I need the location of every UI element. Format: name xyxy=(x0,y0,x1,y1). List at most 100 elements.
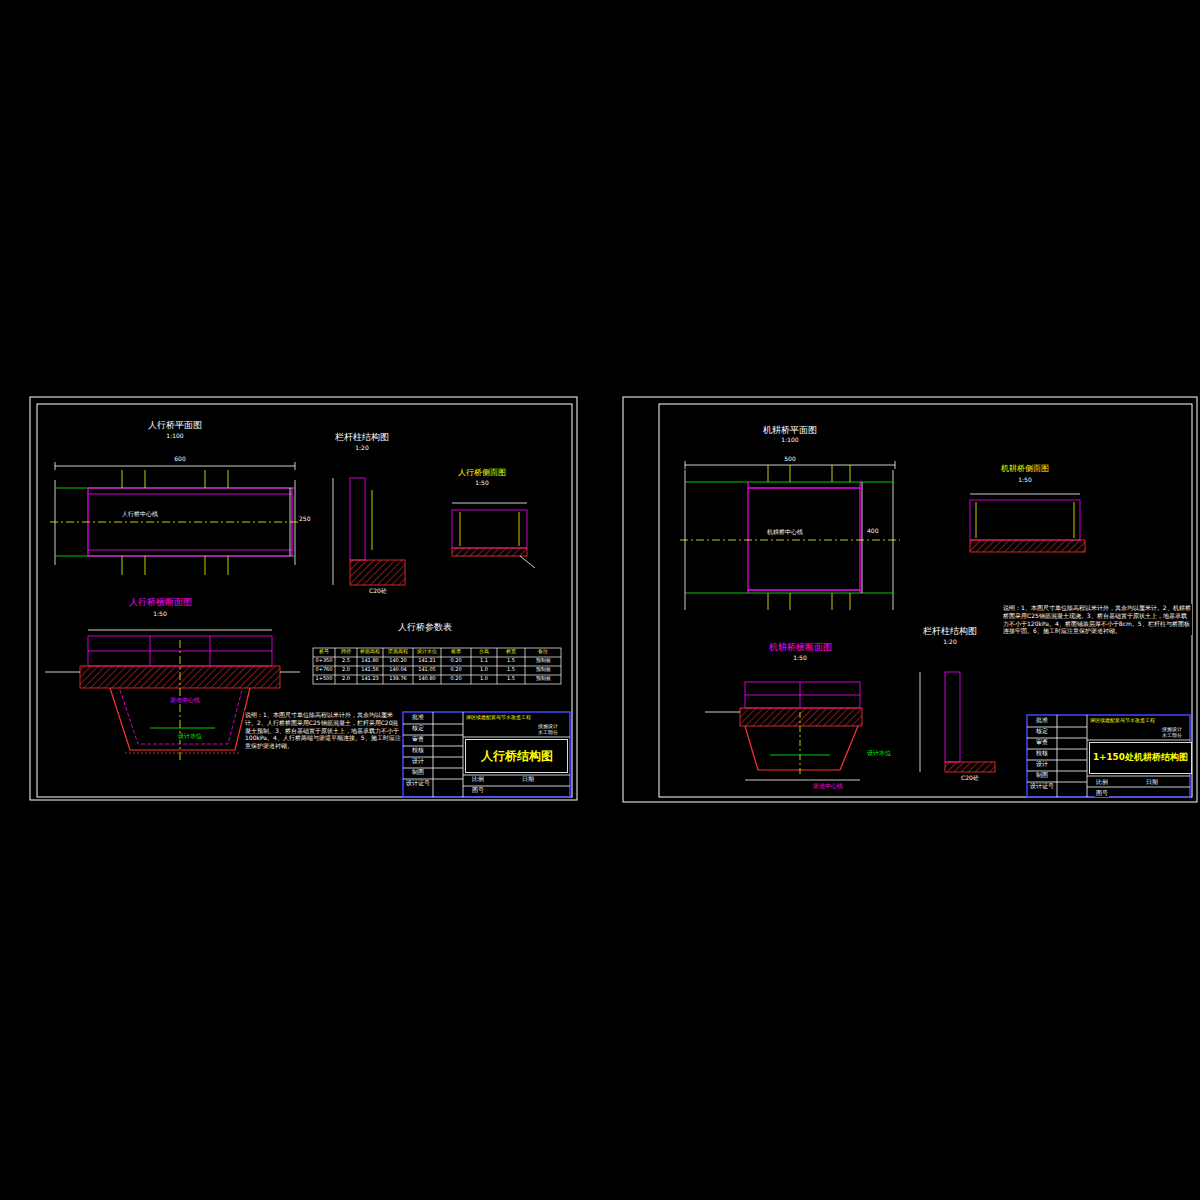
title-cell: 1+150处机耕桥结构图 xyxy=(1089,742,1192,774)
side-view xyxy=(520,556,535,568)
title-block xyxy=(403,712,570,797)
title-block-field: 审查 xyxy=(1035,739,1049,746)
plan-view xyxy=(768,465,769,482)
parameter-table xyxy=(413,648,414,684)
side-view xyxy=(452,503,535,568)
cross-section xyxy=(705,682,862,780)
plan-view xyxy=(768,593,769,610)
railing-post-detail xyxy=(372,490,373,550)
plan-view xyxy=(55,462,56,470)
side-view xyxy=(970,540,1085,552)
cross-section xyxy=(800,712,801,776)
plan-view xyxy=(50,522,300,523)
scale: 1:50 xyxy=(152,611,167,618)
plan-view xyxy=(850,465,851,482)
plan-view xyxy=(832,465,833,482)
plan-view xyxy=(859,482,860,593)
plan-view xyxy=(205,556,206,575)
cross-section xyxy=(745,682,860,708)
title-block-field: 设计 xyxy=(1035,761,1049,768)
title-block-field: 设计 xyxy=(411,758,425,765)
title-block-field: 制图 xyxy=(411,769,425,776)
plan-view xyxy=(748,589,860,591)
dimension: 400 xyxy=(866,528,879,535)
table-cell: 桥面高程 xyxy=(359,649,381,655)
parameter-table xyxy=(525,648,526,684)
title-block xyxy=(403,712,570,797)
title-block-field: 批准 xyxy=(411,714,425,721)
parameter-table xyxy=(357,648,358,684)
plan-view xyxy=(895,461,896,469)
scale: 1:20 xyxy=(354,445,369,452)
dimension: 250 xyxy=(298,516,311,523)
centerline-label: 渠道中心线 xyxy=(169,697,201,704)
table-cell: 141.23 xyxy=(360,676,380,682)
parameter-table xyxy=(471,648,472,684)
plan-view xyxy=(122,470,123,488)
railing-post-detail xyxy=(920,672,921,772)
title-block-field: 灌区续建配套与节水改造工程 xyxy=(1089,718,1156,724)
table-cell: 140.04 xyxy=(388,667,408,673)
table-cell: 设计水位 xyxy=(416,649,438,655)
centerline-label: 人行桥中心线 xyxy=(121,511,159,518)
plan-view xyxy=(790,593,791,610)
plan-view xyxy=(295,462,296,470)
title-block-field: 技施设计 xyxy=(1161,727,1183,733)
notes: 说明：1、本图尺寸单位除高程以米计外，其余均以厘米计。2、机耕桥桥面采用C25钢… xyxy=(1002,604,1192,635)
title-block xyxy=(463,737,570,738)
cross-section xyxy=(45,672,80,673)
plan-view xyxy=(122,556,123,575)
plan-view xyxy=(55,480,56,565)
table-cell: 140.20 xyxy=(388,658,408,664)
table-cell: 预制板 xyxy=(535,658,552,664)
railing-post-detail xyxy=(333,478,334,585)
plan-view xyxy=(748,487,860,489)
view-title: 人行桥侧面图 xyxy=(457,468,507,477)
drawing-title: 人行桥结构图 xyxy=(481,748,553,765)
view-title: 栏杆柱结构图 xyxy=(334,432,390,442)
plan-view xyxy=(205,470,206,488)
material-label: C20砼 xyxy=(368,588,388,595)
table-cell: 1.5 xyxy=(506,658,516,664)
title-block xyxy=(1027,715,1190,797)
title-block xyxy=(433,712,434,797)
plan-view xyxy=(862,482,863,593)
view-title: 机耕桥平面图 xyxy=(762,425,818,435)
table-cell: 1.5 xyxy=(506,676,516,682)
title-block-field: 核定 xyxy=(411,725,425,732)
cross-section xyxy=(120,690,242,744)
cross-section xyxy=(745,726,858,770)
centerline-label: 机耕桥中心线 xyxy=(766,529,804,536)
water-level: 设计水位 xyxy=(177,733,203,740)
sheet-frame xyxy=(37,404,572,797)
cross-section xyxy=(745,695,860,696)
side-view xyxy=(1074,502,1075,538)
title-block-field: 校核 xyxy=(411,747,425,754)
material-label: C20砼 xyxy=(960,775,980,782)
table-cell: 渠底高程 xyxy=(387,649,409,655)
title-block-field: 批准 xyxy=(1035,717,1049,724)
cross-section xyxy=(280,672,300,673)
table-cell: 139.76 xyxy=(388,676,408,682)
notes: 说明：1、本图尺寸单位除高程以米计外，其余均以厘米计。2、人行桥桥面采用C25钢… xyxy=(244,711,402,750)
sheet-frame xyxy=(659,404,1192,797)
side-view xyxy=(519,512,520,546)
side-view xyxy=(452,510,527,548)
table-cell: 1.0 xyxy=(479,667,489,673)
table-cell: 2.0 xyxy=(341,667,351,673)
cross-section xyxy=(800,682,801,708)
plan-view xyxy=(790,465,791,482)
scale: 1:20 xyxy=(942,639,957,646)
parameter-table xyxy=(441,648,442,684)
table-cell: 桩号 xyxy=(318,649,330,655)
railing-post-detail xyxy=(350,478,365,560)
title-block-field: 技施设计 xyxy=(537,724,559,730)
sheet-frame xyxy=(623,397,1197,802)
water-level: 设计水位 xyxy=(866,750,892,757)
title-block-field: 校核 xyxy=(1035,750,1049,757)
table-cell: 2.5 xyxy=(341,658,351,664)
railing-post-detail xyxy=(333,478,405,585)
table-title: 人行桥参数表 xyxy=(397,622,453,632)
title-block xyxy=(1027,715,1190,797)
plan-view xyxy=(55,466,295,467)
